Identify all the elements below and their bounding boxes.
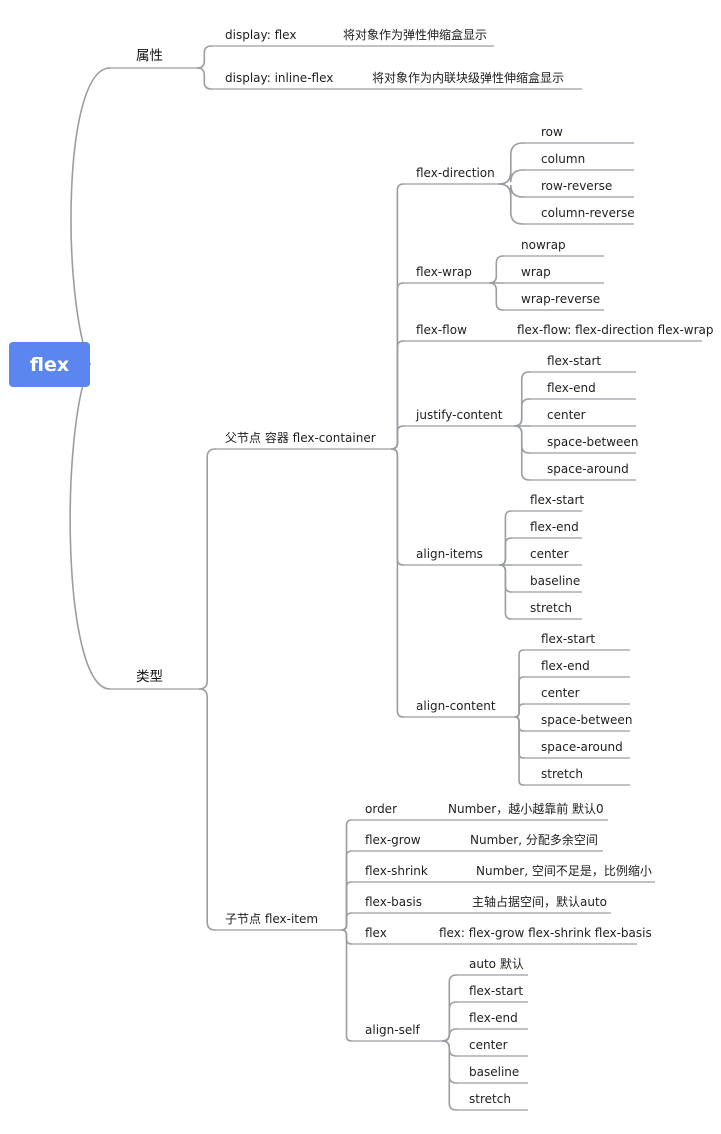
container-value-align-items-0[interactable]: flex-start <box>530 493 585 507</box>
connector-line <box>499 564 513 620</box>
connector-line <box>489 255 505 284</box>
connector-line <box>197 67 213 90</box>
connector-line <box>391 448 405 718</box>
container-value-justify-content-0[interactable]: flex-start <box>547 354 602 368</box>
container-value-flex-wrap-2[interactable]: wrap-reverse <box>521 292 601 306</box>
align-self-value-4[interactable]: baseline <box>469 1065 520 1079</box>
root-node-flex[interactable]: flex <box>9 342 90 387</box>
item-prop-flex-grow[interactable]: flex-grow <box>365 833 421 847</box>
item-prop-flex-shrink[interactable]: flex-shrink <box>365 864 428 878</box>
connector-line <box>69 363 111 690</box>
item-prop-flex[interactable]: flex <box>365 926 387 940</box>
node-flex-item[interactable]: 子节点 flex-item <box>225 912 319 926</box>
container-prop-flex-direction[interactable]: flex-direction <box>416 166 495 180</box>
item-prop-flex-basis[interactable]: flex-basis <box>365 895 422 909</box>
item-prop-order[interactable]: order <box>365 802 397 816</box>
connector-line <box>498 183 525 225</box>
item-value-order[interactable]: Number，越小越靠前 默认0 <box>448 802 604 816</box>
branch-leixing[interactable]: 类型 <box>136 669 163 685</box>
container-value-align-items-4[interactable]: stretch <box>530 601 572 615</box>
connector-line <box>514 398 531 427</box>
container-value-flex-direction-3[interactable]: column-reverse <box>541 206 635 220</box>
align-self-value-3[interactable]: center <box>469 1038 508 1052</box>
container-value-align-content-5[interactable]: stretch <box>541 767 583 781</box>
align-self-value-0[interactable]: auto 默认 <box>469 957 524 971</box>
attr-value-1[interactable]: 将对象作为内联块级弹性伸缩盒显示 <box>372 71 565 85</box>
container-value-align-content-2[interactable]: center <box>541 686 580 700</box>
align-self-value-5[interactable]: stretch <box>469 1092 511 1106</box>
item-value-flex-grow[interactable]: Number, 分配多余空间 <box>470 833 598 847</box>
connector-line <box>199 688 217 931</box>
container-prop-align-content[interactable]: align-content <box>416 699 496 713</box>
container-value-justify-content-1[interactable]: flex-end <box>547 381 596 395</box>
attr-node-1[interactable]: display: inline-flex <box>225 71 334 85</box>
container-prop-justify-content[interactable]: justify-content <box>416 408 503 422</box>
container-value-flex-wrap-1[interactable]: wrap <box>521 265 551 279</box>
attr-node-0[interactable]: display: flex <box>225 28 297 42</box>
container-value-align-content-3[interactable]: space-between <box>541 713 633 727</box>
connector-line <box>498 169 525 185</box>
container-prop-align-items[interactable]: align-items <box>416 547 483 561</box>
container-value-flex-direction-0[interactable]: row <box>541 125 563 139</box>
container-value-flex-direction-2[interactable]: row-reverse <box>541 179 613 193</box>
branch-shuxing[interactable]: 属性 <box>136 48 163 64</box>
node-flex-container[interactable]: 父节点 容器 flex-container <box>225 431 376 445</box>
container-prop-flex-flow[interactable]: flex-flow <box>416 323 467 337</box>
connector-line <box>514 716 525 786</box>
item-value-flex-basis[interactable]: 主轴占据空间，默认auto <box>472 895 608 909</box>
connector-line <box>197 45 213 69</box>
container-value-flex-direction-1[interactable]: column <box>541 152 586 166</box>
connector-line <box>341 912 353 931</box>
item-value-flex-shrink[interactable]: Number, 空间不足是，比例缩小 <box>476 864 652 878</box>
connector-line <box>442 1040 458 1111</box>
connector-line <box>499 537 513 566</box>
item-prop-align-self[interactable]: align-self <box>365 1023 420 1037</box>
container-value-flex-flow-0[interactable]: flex-flow: flex-direction flex-wrap <box>517 323 714 337</box>
container-prop-flex-wrap[interactable]: flex-wrap <box>416 265 472 279</box>
container-value-align-content-1[interactable]: flex-end <box>541 659 590 673</box>
connector-line <box>341 929 353 1042</box>
connector-line <box>70 67 111 365</box>
container-value-align-content-0[interactable]: flex-start <box>541 632 596 646</box>
container-value-align-items-2[interactable]: center <box>530 547 569 561</box>
connector-line <box>489 282 505 311</box>
container-value-flex-wrap-0[interactable]: nowrap <box>521 238 566 252</box>
container-value-align-items-3[interactable]: baseline <box>530 574 581 588</box>
item-value-flex[interactable]: flex: flex-grow flex-shrink flex-basis <box>439 926 652 940</box>
container-value-justify-content-2[interactable]: center <box>547 408 586 422</box>
container-value-justify-content-4[interactable]: space-around <box>547 462 629 476</box>
connector-line <box>391 425 405 450</box>
connector-line <box>514 703 525 718</box>
container-value-justify-content-3[interactable]: space-between <box>547 435 639 449</box>
container-value-align-content-4[interactable]: space-around <box>541 740 623 754</box>
container-value-align-items-1[interactable]: flex-end <box>530 520 579 534</box>
align-self-value-2[interactable]: flex-end <box>469 1011 518 1025</box>
connector-line <box>514 425 531 481</box>
attr-value-0[interactable]: 将对象作为弹性伸缩盒显示 <box>343 28 488 42</box>
connector-line <box>199 448 217 690</box>
align-self-value-1[interactable]: flex-start <box>469 984 524 998</box>
